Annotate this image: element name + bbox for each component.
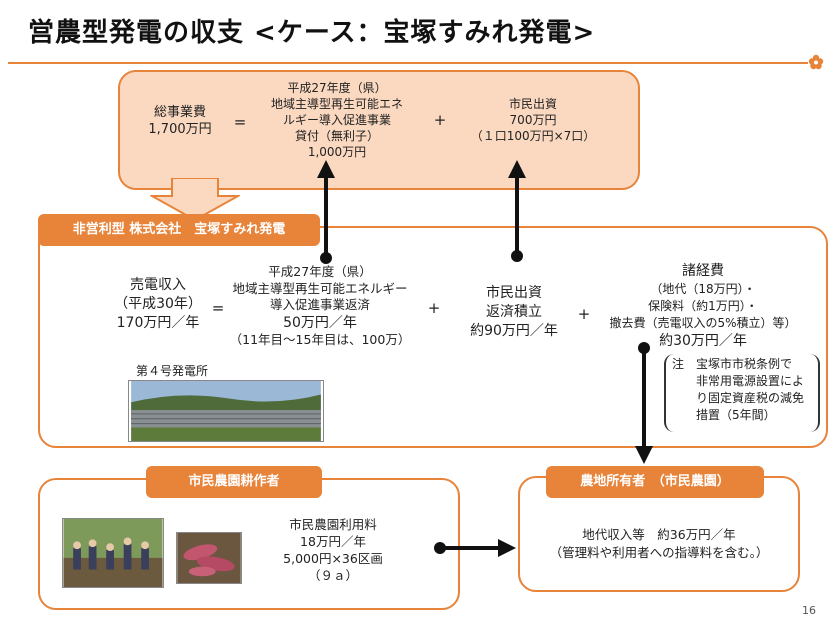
power-sales-revenue: 売電収入（平成30年） 170万円／年	[114, 277, 202, 331]
loan-connector-dot	[320, 252, 332, 264]
right-arrow-icon	[498, 539, 516, 557]
photo-caption: 第４号発電所	[136, 364, 209, 378]
prefecture-loan: 平成27年度（県）地域主導型再生可能エネ ルギー導入促進事業貸付（無利子） 1,…	[270, 81, 403, 159]
page-title: 営農型発電の収支 <ケース：宝塚すみれ発電>	[28, 18, 596, 48]
page-number: 16	[802, 604, 816, 617]
funding-box	[118, 70, 640, 190]
equals-sign: =	[211, 299, 225, 317]
solar-plant-photo	[128, 380, 324, 442]
miscellaneous-expenses: 諸経費 （地代（18万円）・保険料（約1万円）・ 撤去費（売電収入の5%積立）等…	[609, 263, 797, 349]
equals-sign: =	[233, 113, 247, 131]
down-arrow-icon	[150, 178, 240, 222]
flower-logo-icon	[808, 54, 824, 70]
citizen-repayment-reserve: 市民出資返済積立 約90万円／年	[470, 285, 558, 339]
down-arrow-icon	[635, 446, 653, 464]
land-rent-income: 地代収入等 約36万円／年（管理料や利用者への指導料を含む。）	[549, 527, 769, 560]
owner-tab: 農地所有者 （市民農園）	[546, 466, 764, 498]
plus-sign: +	[433, 111, 447, 129]
expense-connector	[642, 348, 646, 448]
citizen-connector	[515, 176, 519, 256]
farmers-photo	[62, 518, 164, 588]
loan-repayment: 平成27年度（県）地域主導型再生可能エネルギー 導入促進事業返済 50万円／年 …	[229, 264, 411, 347]
citizen-connector-dot	[511, 250, 523, 262]
up-arrow-icon	[317, 160, 335, 178]
tax-note: 注 宝塚市市税条例で 非常用電源設置によ り固定資産税の減免 措置（5年間）	[664, 354, 820, 432]
plus-sign: +	[427, 299, 441, 317]
plus-sign: +	[577, 305, 591, 323]
farmer-tab: 市民農園耕作者	[146, 466, 322, 498]
loan-connector	[324, 176, 328, 258]
fee-connector	[440, 546, 500, 550]
up-arrow-icon	[508, 160, 526, 178]
sweet-potato-photo	[176, 532, 242, 584]
title-divider	[8, 62, 808, 64]
company-name-tab: 非営利型 株式会社 宝塚すみれ発電	[38, 214, 320, 246]
